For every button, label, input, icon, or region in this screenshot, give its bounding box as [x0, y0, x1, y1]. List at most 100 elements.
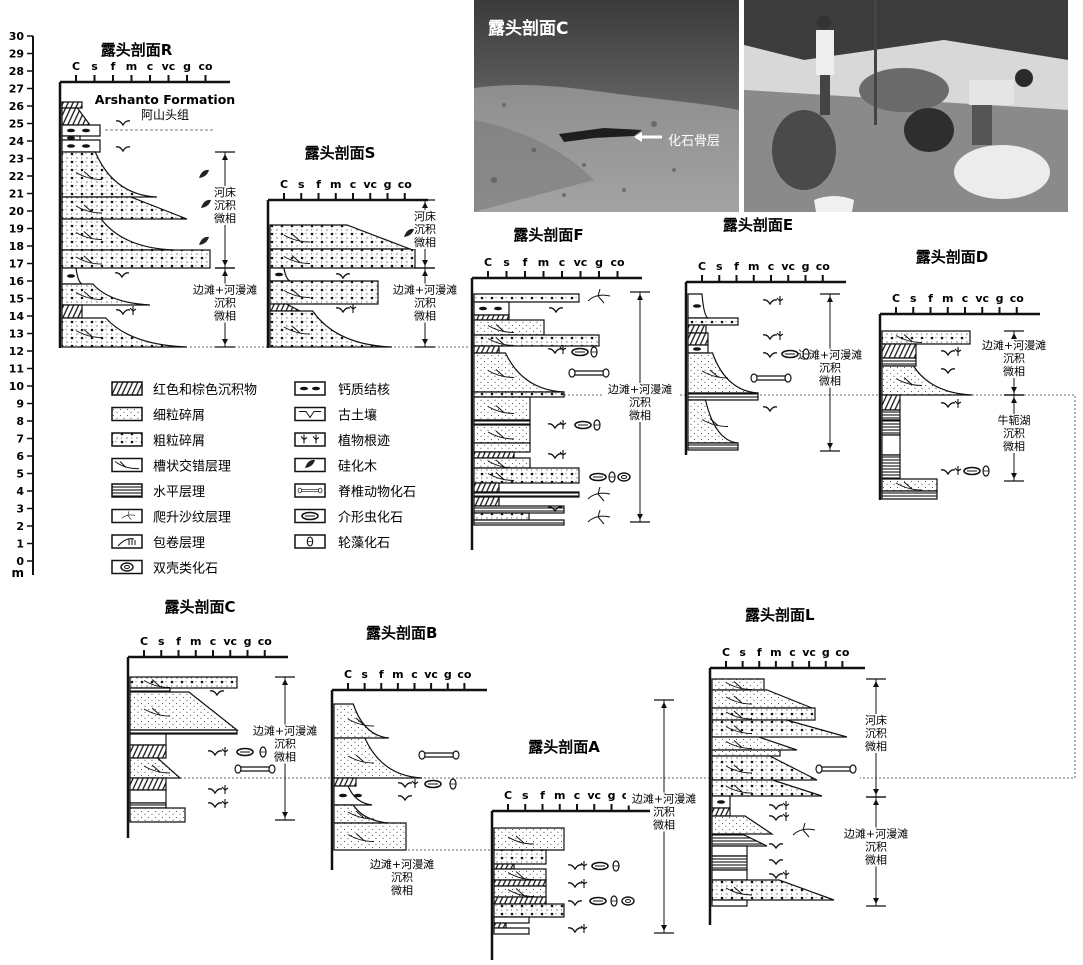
grain-size-label: vc — [587, 789, 601, 802]
scale-tick-label: 12 — [9, 345, 24, 358]
legend-label: 红色和棕色沉积物 — [153, 382, 257, 398]
root-icon — [954, 347, 962, 356]
photo-label: 露头剖面C — [488, 19, 569, 39]
section-title: 露头剖面D — [916, 248, 988, 266]
facies-label: 微相 — [1003, 364, 1025, 378]
facies-label: 微相 — [865, 853, 887, 867]
grain-size-label: s — [503, 256, 510, 269]
facies-label: 沉积 — [414, 223, 436, 236]
bed-blank — [711, 845, 748, 857]
scale-tick-label: 28 — [9, 65, 24, 78]
bed-fine — [333, 703, 390, 739]
facies-label: 边滩+河漫滩 — [370, 857, 434, 871]
charophyte-icon — [306, 536, 314, 547]
legend-swatch-red — [111, 381, 143, 396]
bed-horiz — [473, 419, 531, 426]
root-icon — [129, 306, 137, 315]
soil-icon — [114, 272, 130, 279]
grain-size-label: co — [610, 256, 625, 269]
legend-swatch-fine — [111, 406, 143, 422]
grain-size-label: f — [379, 668, 384, 681]
bed-fine — [711, 815, 774, 835]
soil-icon — [115, 146, 131, 153]
bone-icon — [234, 764, 276, 774]
bed-red — [333, 777, 357, 787]
grain-size-label: co — [258, 635, 273, 648]
grain-size-label: vc — [574, 256, 588, 269]
ostracod-icon — [963, 466, 981, 476]
bed-coarse — [269, 310, 393, 348]
facies-label: 沉积 — [865, 727, 887, 740]
excavation-photo — [744, 0, 1068, 212]
ostracod-icon — [589, 896, 607, 906]
soil-icon — [547, 453, 563, 460]
bed-horiz — [473, 519, 565, 526]
soil-icon — [762, 406, 778, 413]
soil-icon — [567, 900, 583, 907]
root-icon — [782, 870, 790, 879]
grain-size-label: g — [444, 668, 452, 681]
section-title: 露头剖面R — [101, 41, 173, 59]
scale-tick-label: 25 — [9, 118, 24, 131]
scale-tick-label: 4 — [16, 485, 24, 498]
facies-label: 沉积 — [865, 841, 887, 854]
bed-coarse — [61, 151, 158, 198]
legend-label: 硅化木 — [338, 460, 377, 475]
fossil-bone-layer-annotation: 化石骨层 — [668, 134, 721, 149]
bed-red — [61, 304, 83, 319]
scale-tick-label: 27 — [9, 83, 24, 96]
grain-size-label: vc — [223, 635, 237, 648]
legend-swatch-ostracod — [294, 508, 326, 524]
grain-size-label: m — [330, 178, 341, 191]
ostracod-icon — [301, 511, 319, 521]
facies-label: 沉积 — [1003, 427, 1025, 440]
root-icon — [559, 450, 567, 459]
bed-blank — [711, 899, 748, 907]
legend-label: 细粒碎屑 — [153, 409, 205, 424]
scale-tick-label: 6 — [16, 450, 24, 463]
soil-icon — [547, 348, 563, 355]
bed-fine — [129, 691, 239, 731]
bed-coarse — [711, 755, 818, 781]
bed-red — [687, 324, 707, 334]
legend-label: 爬升沙纹层理 — [153, 511, 231, 526]
scale-tick-label: 29 — [9, 48, 24, 61]
legend-label: 古土壤 — [338, 408, 377, 424]
soil-icon — [548, 307, 564, 314]
facies-label: 边滩+河漫滩 — [632, 792, 696, 806]
facies-label: 边滩+河漫滩 — [798, 348, 862, 362]
ostracod-icon — [424, 779, 442, 789]
bed-coarse — [711, 779, 823, 797]
bed-coarse — [711, 719, 848, 738]
scale-tick-label: 17 — [9, 258, 24, 271]
scale-tick-label: 5 — [16, 468, 24, 481]
bed-coarse — [711, 879, 835, 901]
ripple-icon — [587, 509, 611, 525]
bed-fine — [333, 804, 390, 824]
bed-coarse — [473, 334, 600, 347]
facies-label: 边滩+河漫滩 — [608, 382, 672, 396]
facies-label: 微相 — [865, 739, 887, 753]
legend-swatch-soil — [294, 406, 326, 422]
bed-red — [473, 314, 510, 321]
bed-red — [687, 332, 709, 346]
root-icon — [580, 924, 588, 933]
soil-icon — [762, 334, 778, 341]
root-icon — [221, 799, 229, 808]
soil-icon — [768, 859, 784, 866]
facies-label: 微相 — [414, 235, 436, 249]
bed-coarse — [881, 330, 971, 345]
facies-label: 微相 — [214, 309, 236, 323]
bed-horiz — [687, 392, 759, 401]
bed-coarse — [61, 317, 188, 348]
grain-size-label: C — [504, 789, 512, 802]
soil-icon — [762, 299, 778, 306]
